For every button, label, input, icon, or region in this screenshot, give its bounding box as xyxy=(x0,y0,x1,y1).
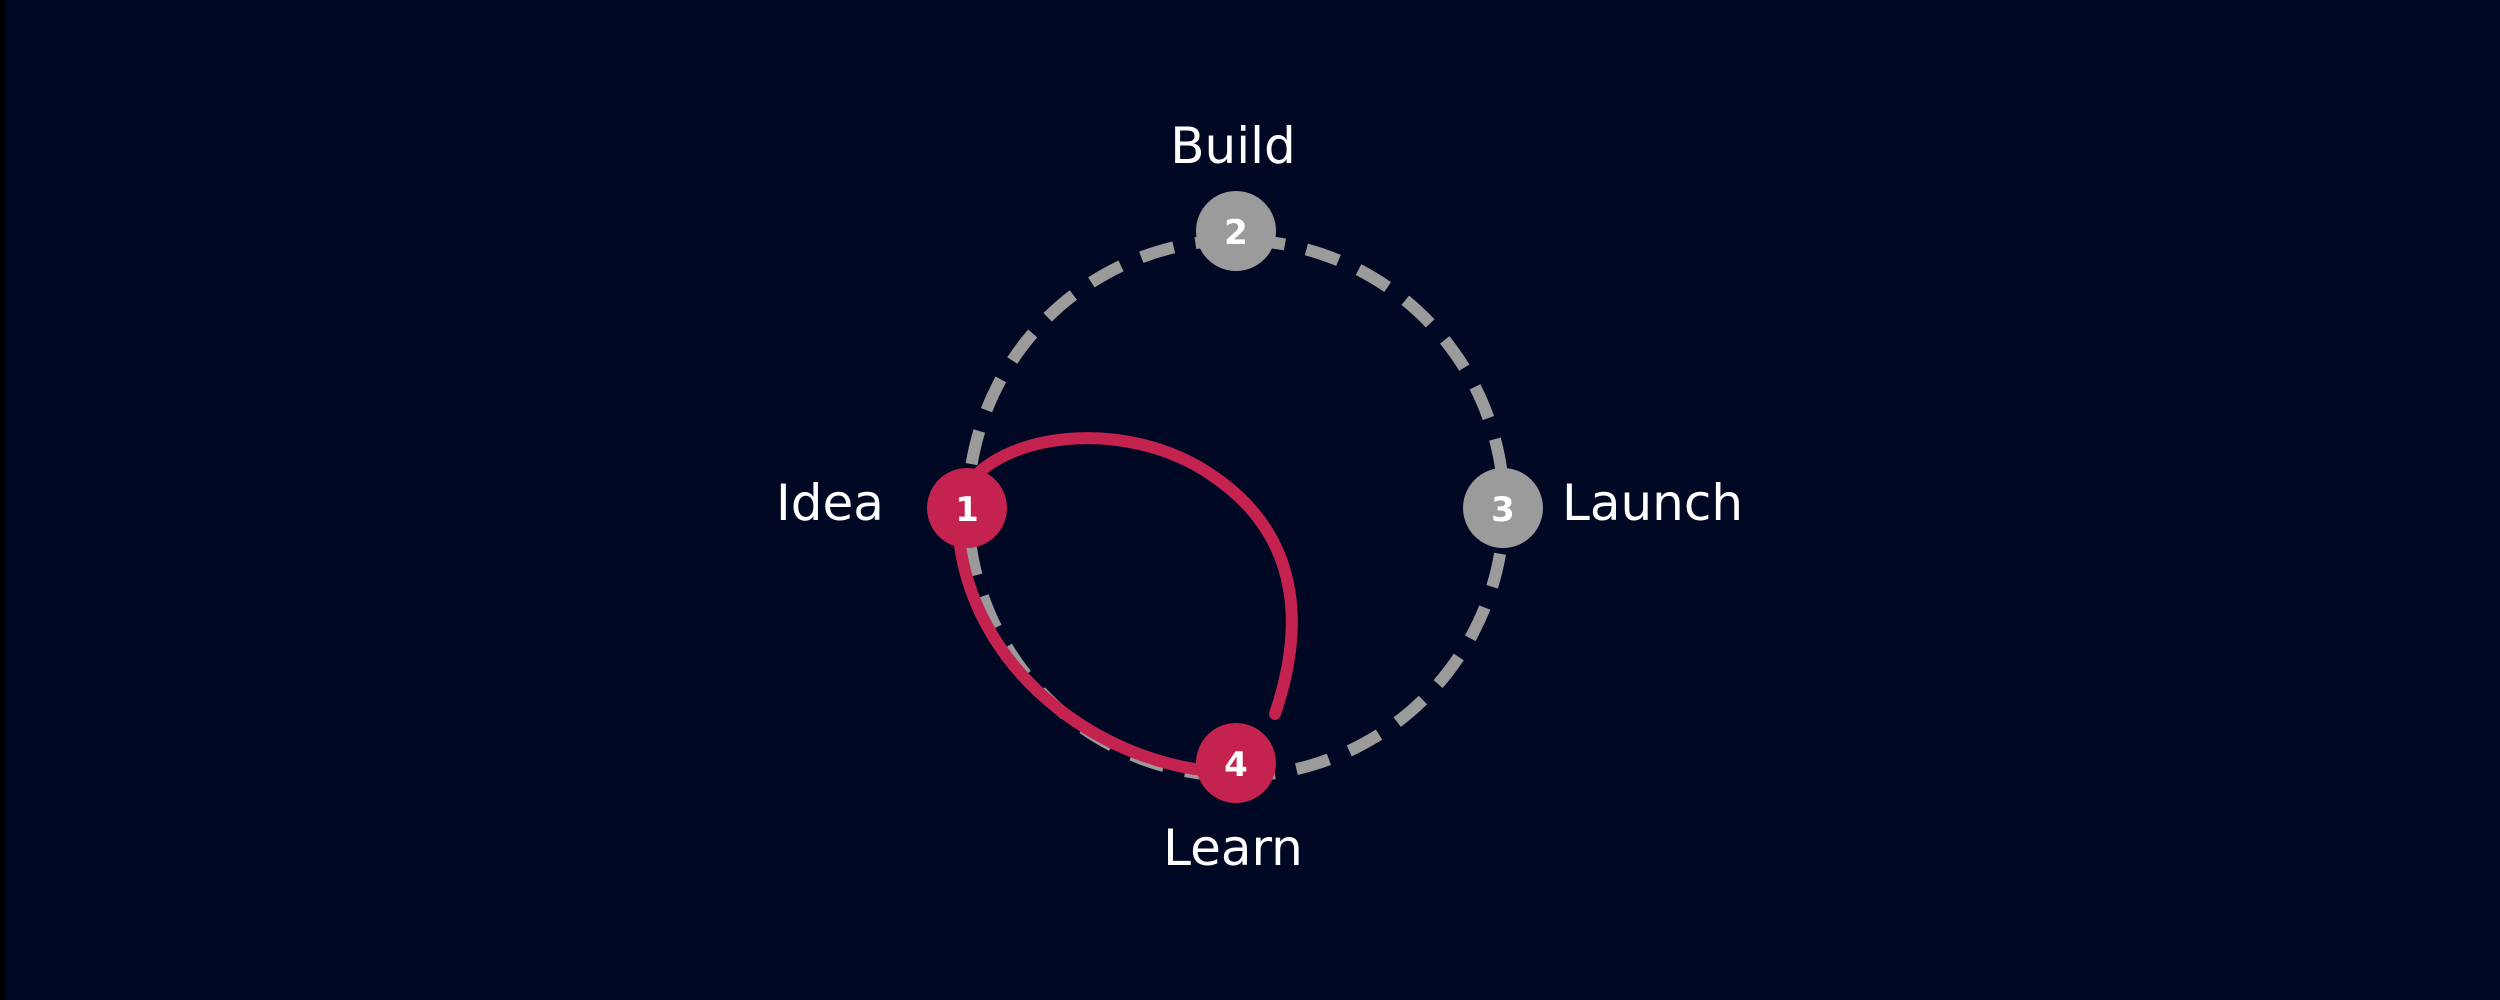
step-2-number: 2 xyxy=(1224,213,1248,253)
step-node-build: 2 Build xyxy=(1170,117,1296,271)
step-3-circle xyxy=(1463,468,1543,548)
feedback-loop-path xyxy=(954,432,1298,778)
step-2-label: Build xyxy=(1170,117,1296,175)
step-1-circle xyxy=(927,468,1007,548)
step-4-circle xyxy=(1196,723,1276,803)
diagram-background xyxy=(5,0,2500,1000)
step-node-idea: 1 Idea xyxy=(776,468,1007,548)
step-3-label: Launch xyxy=(1562,474,1743,532)
step-4-number: 4 xyxy=(1224,745,1248,785)
step-node-launch: 3 Launch xyxy=(1463,468,1743,548)
step-3-number: 3 xyxy=(1491,490,1515,530)
step-4-label: Learn xyxy=(1163,819,1303,877)
step-node-learn: 4 Learn xyxy=(1163,723,1303,877)
step-2-circle xyxy=(1196,191,1276,271)
step-1-label: Idea xyxy=(776,474,884,532)
step-1-number: 1 xyxy=(955,490,979,530)
